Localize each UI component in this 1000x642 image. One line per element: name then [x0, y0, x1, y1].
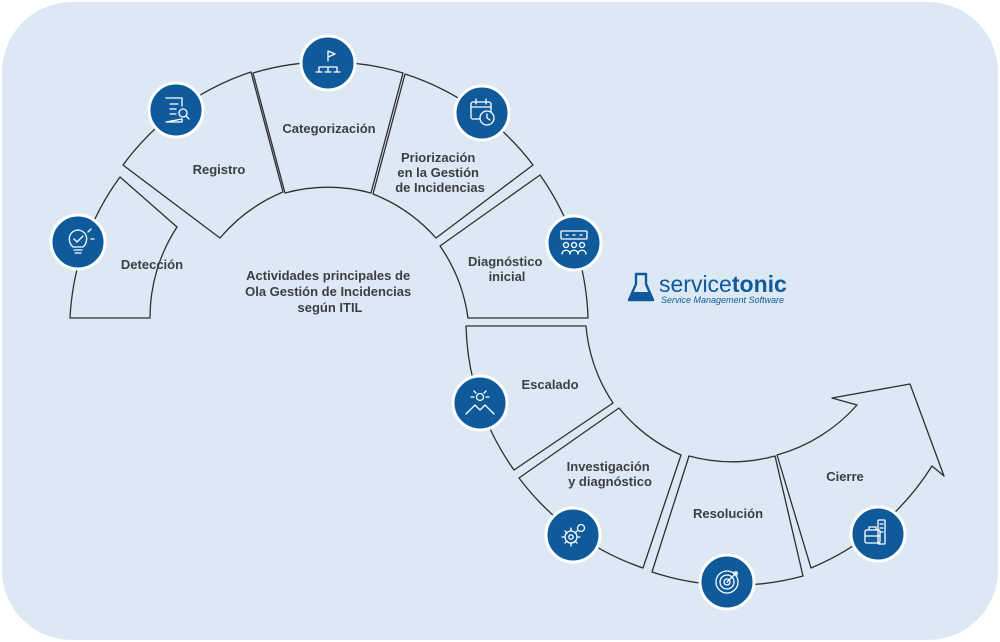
lower-arch — [465, 325, 945, 586]
flask-icon — [627, 272, 655, 302]
segment-registry — [122, 71, 284, 239]
logo-brand: servicetonic — [659, 271, 787, 297]
label-prioritization: Priorización en la Gestión de Incidencia… — [395, 150, 485, 195]
upper-arch — [69, 61, 589, 319]
label-registry: Registro — [193, 162, 246, 177]
briefcase-building-icon — [849, 505, 907, 563]
segment-initial-diagnosis — [439, 174, 589, 319]
calendar-clock-icon — [453, 84, 511, 142]
label-escalation: Escalado — [521, 377, 578, 392]
target-icon — [698, 553, 756, 611]
segment-investigation — [518, 407, 682, 569]
label-closure: Cierre — [826, 469, 864, 484]
mountain-sun-icon — [451, 374, 509, 432]
gears-icon — [544, 506, 602, 564]
segment-prioritization — [372, 73, 534, 239]
servicetonic-logo: servicetonic Service Management Software — [627, 271, 787, 305]
label-resolution: Resolución — [693, 506, 763, 521]
logo-tagline: Service Management Software — [661, 295, 784, 305]
step-labels: Detección Registro Categorización Priori… — [121, 121, 864, 521]
segment-detection — [69, 176, 178, 319]
label-categorization: Categorización — [282, 121, 375, 136]
hierarchy-flag-icon — [299, 34, 357, 92]
segment-closure — [776, 383, 945, 569]
segment-categorization — [252, 61, 404, 194]
label-initial-diagnosis: Diagnóstico inicial — [468, 254, 546, 284]
label-detection: Detección — [121, 257, 183, 272]
segment-escalation — [465, 325, 614, 471]
lightbulb-check-icon — [49, 213, 107, 271]
document-magnifier-icon — [147, 81, 205, 139]
label-investigation: Investigación y diagnóstico — [567, 459, 654, 489]
team-board-icon — [545, 214, 603, 272]
segment-resolution — [651, 455, 804, 586]
diagram-title: Actividades principales de Ola Gestión d… — [245, 268, 415, 315]
